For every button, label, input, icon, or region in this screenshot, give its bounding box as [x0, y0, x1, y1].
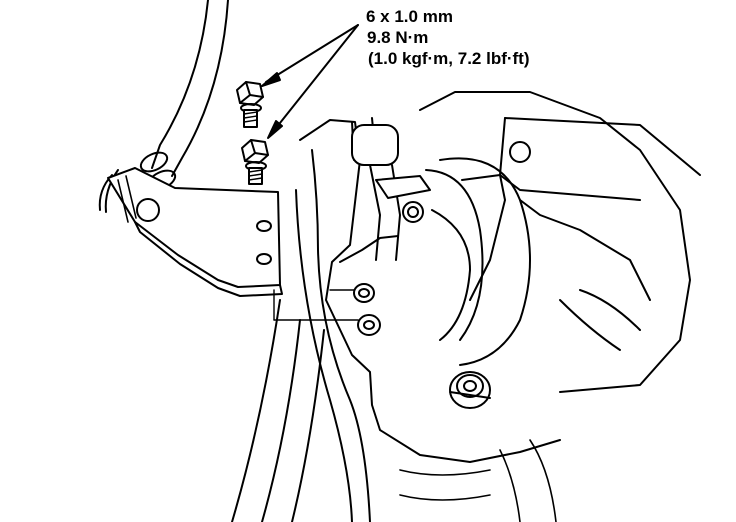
lower-bolt: [241, 139, 269, 185]
caliper-bolt: [449, 371, 491, 409]
brake-caliper: [419, 91, 701, 393]
alignment-lines: [273, 289, 359, 321]
torque-alt-label: (1.0 kgf·m, 7.2 lbf·ft): [368, 49, 530, 68]
wheel-arcs: [231, 299, 325, 522]
upper-bolt: [236, 81, 264, 128]
hub-details: [399, 439, 557, 522]
stabilizer-link: [351, 117, 431, 261]
leader-arrows: [261, 24, 359, 139]
hose-bracket: [107, 167, 283, 297]
torque-spec: 6 x 1.0 mm 9.8 N·m (1.0 kgf·m, 7.2 lbf·f…: [366, 6, 530, 69]
torque-nm-label: 9.8 N·m: [367, 28, 429, 47]
bolt-size-label: 6 x 1.0 mm: [366, 7, 453, 26]
